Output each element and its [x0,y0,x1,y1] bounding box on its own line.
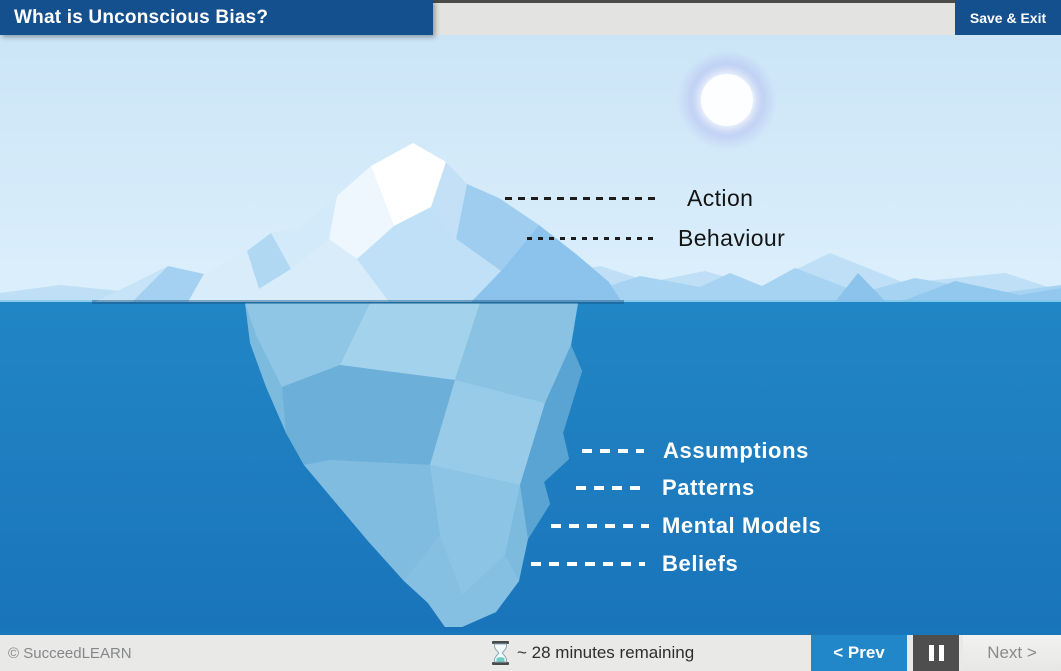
pause-button[interactable] [913,635,959,671]
label-row-patterns: Patterns [576,475,755,501]
label-action: Action [687,185,754,211]
label-row-beliefs: Beliefs [531,551,738,577]
slide-stage: Action Behaviour Assumptions Patterns Me… [0,35,1061,630]
player-footer: © SucceedLEARN ~ 28 minutes remaining < … [0,635,1061,671]
top-bar: What is Unconscious Bias? Save & Exit [0,0,1061,35]
copyright-text: © SucceedLEARN [8,644,132,662]
dashed-line [505,197,658,200]
label-row-action: Action [505,185,753,212]
label-beliefs: Beliefs [662,551,739,576]
label-patterns: Patterns [662,475,755,500]
save-exit-button[interactable]: Save & Exit [955,0,1061,35]
dashed-line [551,524,649,528]
label-row-behaviour: Behaviour [527,225,785,252]
hourglass-icon [492,641,509,665]
footer-accent-line [0,630,1061,635]
dashed-line [582,449,644,453]
label-mental-models: Mental Models [662,513,822,538]
dashed-line [576,486,648,490]
page-title: What is Unconscious Bias? [14,6,269,28]
pause-icon [928,645,934,661]
label-assumptions: Assumptions [663,438,809,463]
next-button[interactable]: Next > [963,635,1061,671]
dashed-line [527,237,658,240]
slide-title-bar: What is Unconscious Bias? [0,0,433,35]
dashed-line [531,562,645,566]
iceberg-above-water [92,143,624,304]
label-row-mental-models: Mental Models [551,513,821,539]
iceberg-scene-illustration [0,35,1061,630]
prev-button[interactable]: < Prev [811,635,907,671]
label-row-assumptions: Assumptions [582,438,809,464]
time-remaining-group: ~ 28 minutes remaining [492,635,694,671]
iceberg-below-water [245,303,582,627]
sun-icon [677,50,777,150]
time-remaining-text: ~ 28 minutes remaining [517,643,695,662]
pause-icon [938,645,944,661]
label-behaviour: Behaviour [678,225,786,251]
navigation-buttons: < Prev Next > [811,635,1061,671]
